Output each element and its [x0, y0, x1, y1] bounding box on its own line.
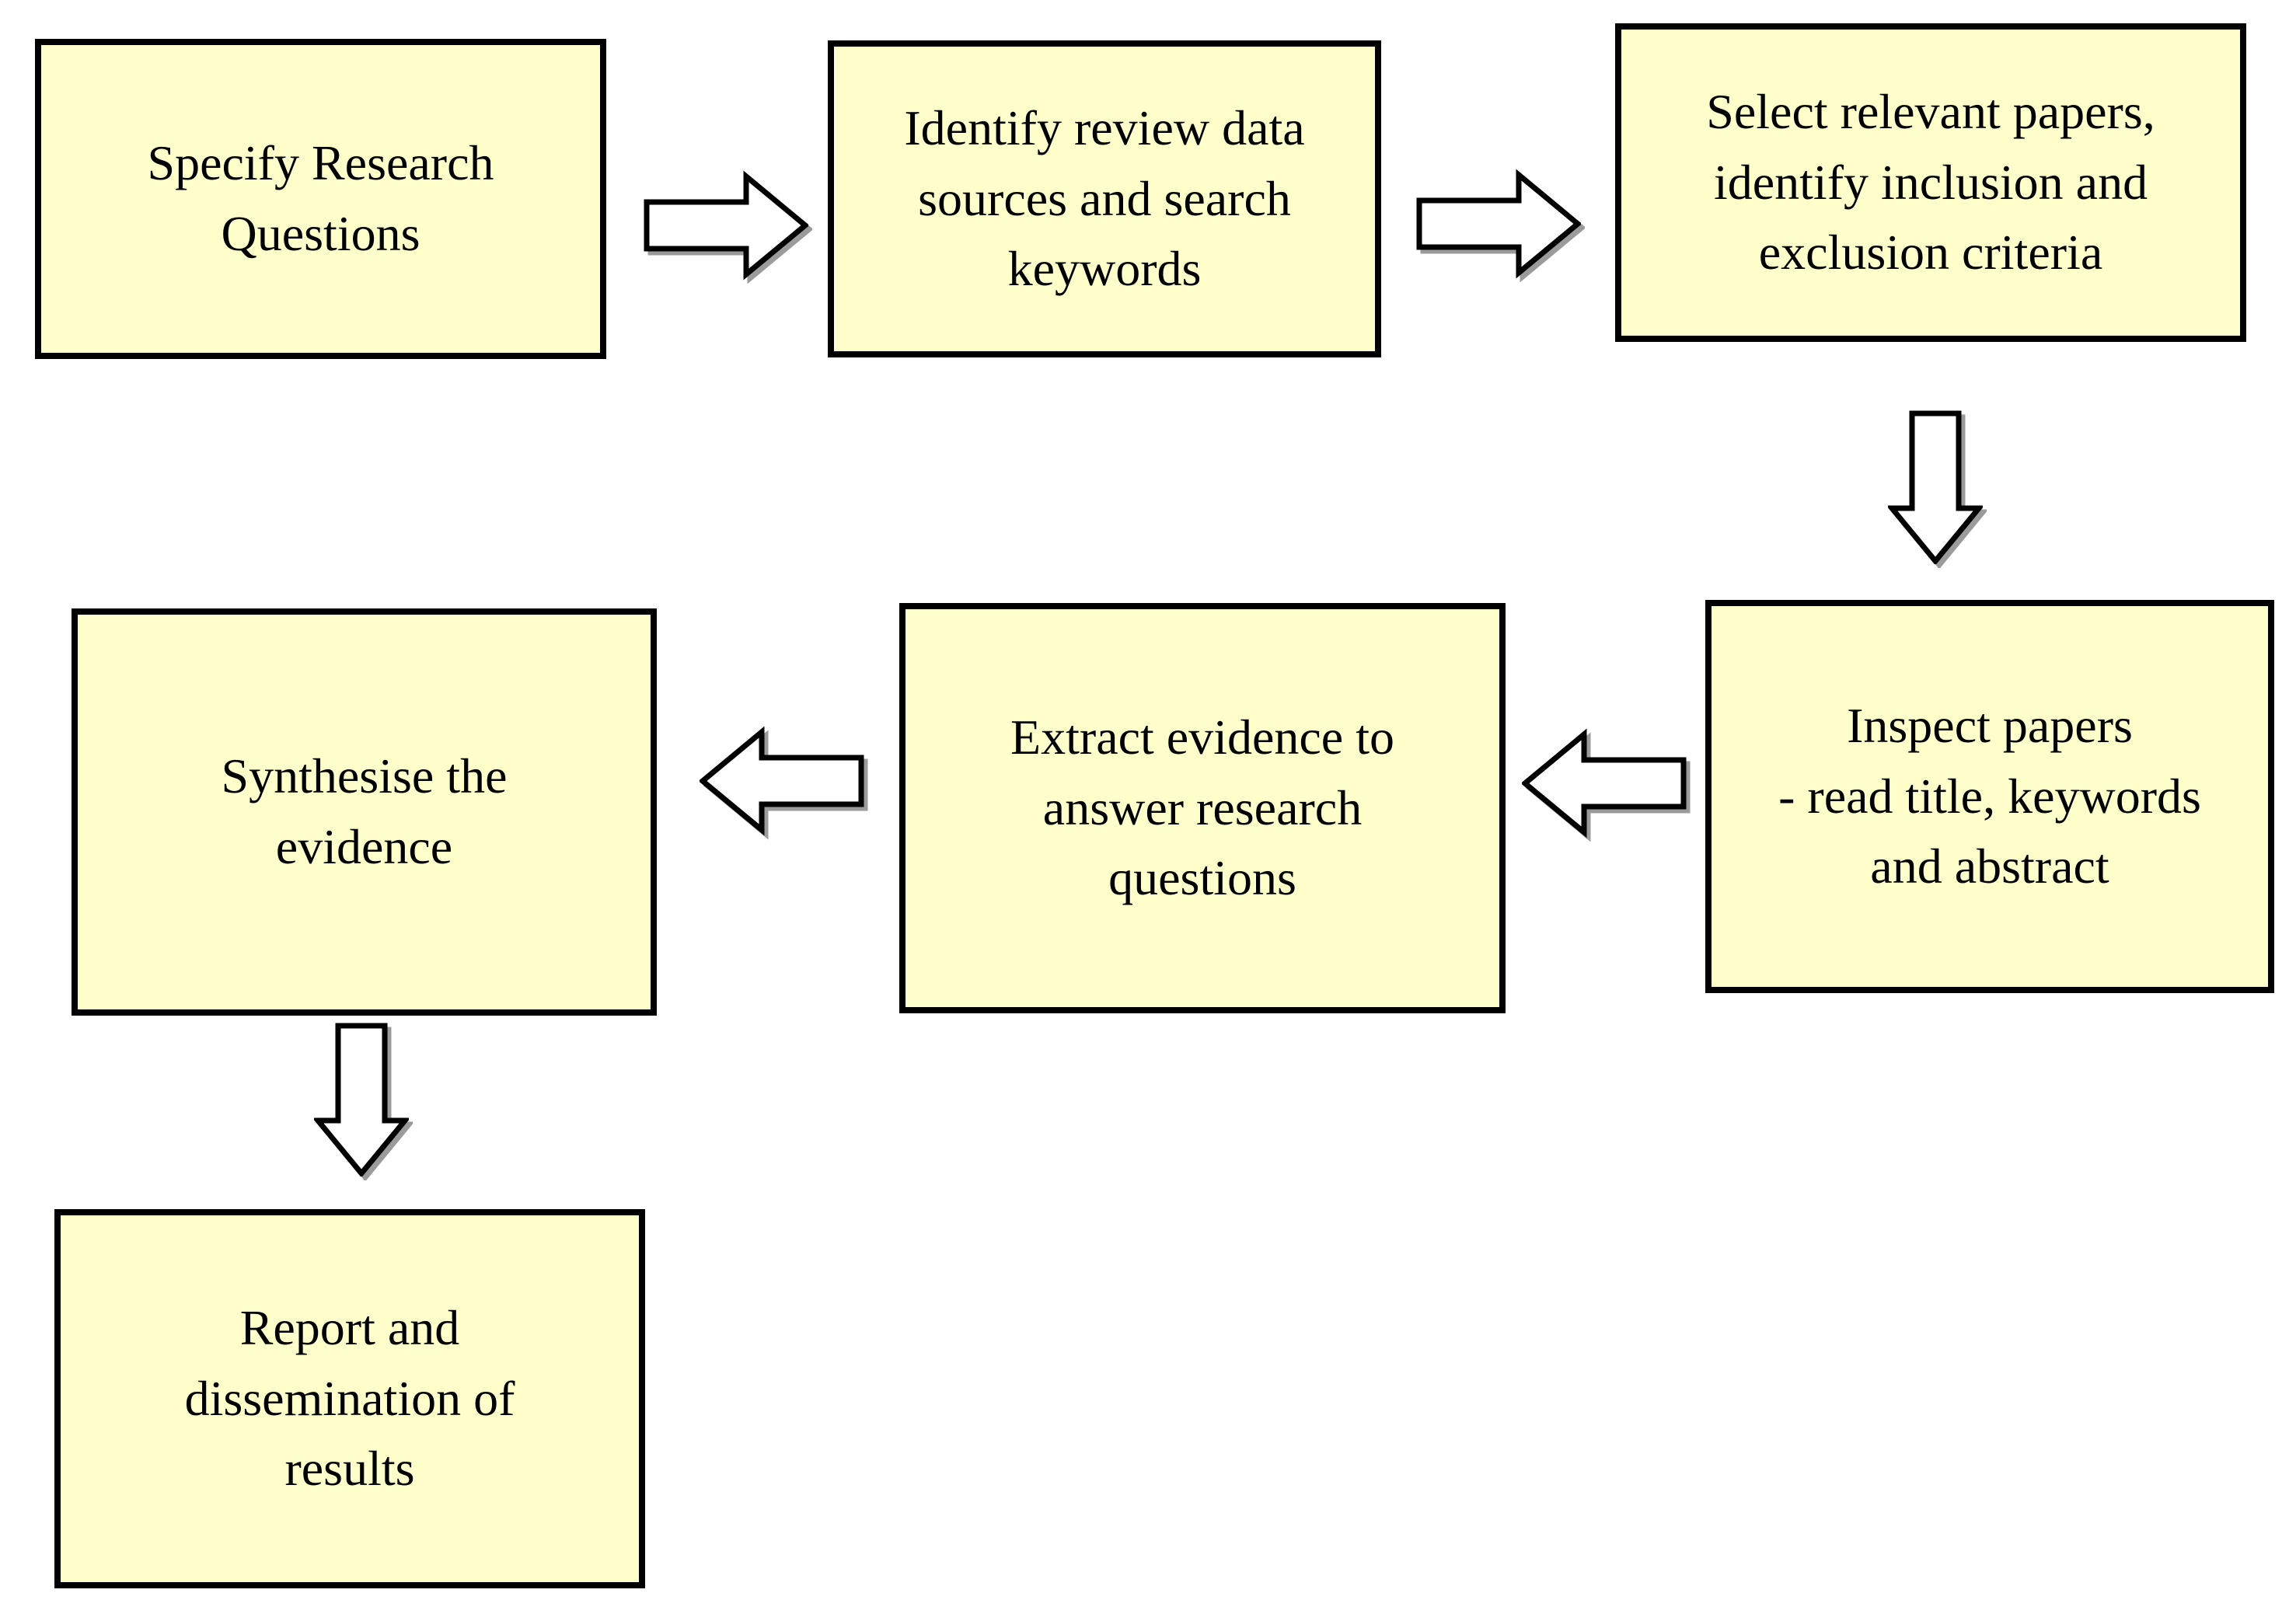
text-line: evidence	[275, 819, 453, 874]
text-line: keywords	[1007, 241, 1202, 297]
left-arrow-icon	[700, 726, 864, 836]
text-line: - read title, keywords	[1778, 768, 2201, 824]
step-box-specify-research-questions: Specify Research Questions	[35, 39, 606, 359]
left-arrow-shape	[700, 726, 864, 836]
text-line: exclusion criteria	[1758, 225, 2103, 281]
text-line: Select relevant papers,	[1706, 83, 2155, 139]
step-box-inspect-papers: Inspect papers - read title, keywords an…	[1705, 600, 2274, 993]
text-line: Synthesise the	[221, 748, 508, 804]
text-line: Specify Research	[147, 135, 494, 191]
step-label: Synthesise the evidence	[222, 741, 508, 883]
right-arrow-shape	[644, 170, 808, 281]
text-line: results	[284, 1441, 415, 1497]
text-line: answer research	[1042, 779, 1363, 835]
down-arrow-icon	[1888, 410, 1983, 564]
text-line: Report and	[239, 1299, 460, 1355]
step-label: Specify Research Questions	[147, 128, 494, 270]
text-line: sources and search	[918, 170, 1291, 226]
step-box-synthesise-evidence: Synthesise the evidence	[72, 608, 657, 1016]
step-label: Extract evidence to answer research ques…	[1010, 702, 1394, 915]
step-box-extract-evidence: Extract evidence to answer research ques…	[899, 603, 1506, 1013]
step-label: Select relevant papers, identify inclusi…	[1706, 77, 2155, 289]
text-line: Inspect papers	[1847, 697, 2133, 753]
down-arrow-shape	[1888, 410, 1983, 564]
text-line: Questions	[221, 206, 420, 261]
step-box-report-and-dissemination: Report and dissemination of results	[54, 1209, 645, 1588]
text-line: Extract evidence to	[1010, 709, 1394, 765]
text-line: and abstract	[1870, 838, 2109, 894]
step-label: Identify review data sources and search …	[904, 93, 1304, 305]
down-arrow-shape	[314, 1023, 409, 1176]
text-line: Identify review data	[904, 99, 1305, 155]
text-line: questions	[1108, 850, 1296, 906]
left-arrow-shape	[1522, 728, 1687, 838]
down-arrow-icon	[314, 1023, 409, 1176]
right-arrow-icon	[1416, 169, 1581, 279]
left-arrow-icon	[1522, 728, 1687, 838]
step-label: Report and dissemination of results	[185, 1293, 515, 1505]
step-box-identify-review-data-sources: Identify review data sources and search …	[828, 40, 1381, 357]
text-line: dissemination of	[184, 1370, 515, 1426]
text-line: identify inclusion and	[1713, 154, 2148, 210]
step-box-select-relevant-papers: Select relevant papers, identify inclusi…	[1615, 23, 2246, 342]
right-arrow-icon	[644, 170, 808, 281]
step-label: Inspect papers - read title, keywords an…	[1778, 691, 2201, 903]
right-arrow-shape	[1416, 169, 1581, 279]
